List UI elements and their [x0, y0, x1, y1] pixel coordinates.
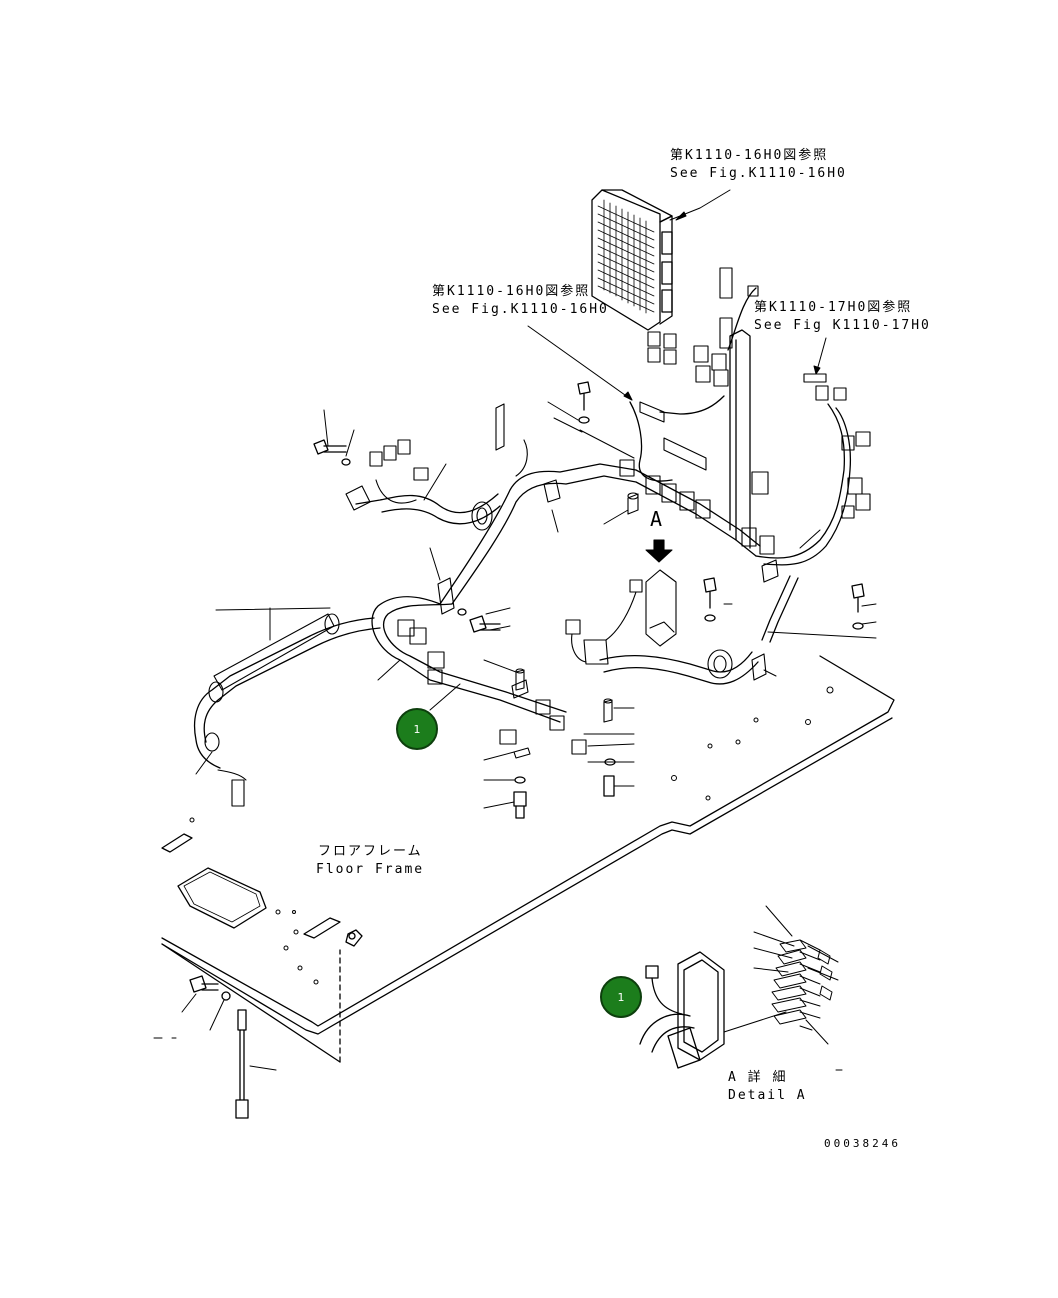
fasteners	[189, 381, 865, 1119]
floor-frame-en-label: Floor Frame	[316, 862, 425, 877]
wire-harness	[193, 287, 852, 769]
drawing-number: 00038246	[824, 1137, 901, 1150]
ref-connector-en-label: See Fig.K1110-16H0	[432, 302, 609, 317]
ref-controller-en-label: See Fig.K1110-16H0	[670, 166, 847, 181]
floor-frame-plate	[161, 655, 895, 1063]
detail-a-jp-label: A 詳 細	[728, 1070, 788, 1085]
ref-connector-jp-label: 第K1110-16H0図参照	[432, 284, 591, 299]
leader-lines	[153, 189, 877, 1071]
detail-a-en-label: Detail A	[728, 1088, 807, 1103]
part-badge-1[interactable]: 1	[396, 708, 438, 750]
detail-a-drawing	[639, 939, 833, 1069]
part-badge-1-detail[interactable]: 1	[600, 976, 642, 1018]
floor-frame-jp-label: フロアフレーム	[318, 844, 423, 859]
ref-controller-jp-label: 第K1110-16H0図参照	[670, 148, 829, 163]
ref-right-en-label: See Fig K1110-17H0	[754, 318, 931, 333]
controller-unit	[591, 189, 673, 331]
connectors	[204, 267, 871, 807]
view-a-marker: A	[650, 507, 663, 531]
ref-right-jp-label: 第K1110-17H0図参照	[754, 300, 913, 315]
